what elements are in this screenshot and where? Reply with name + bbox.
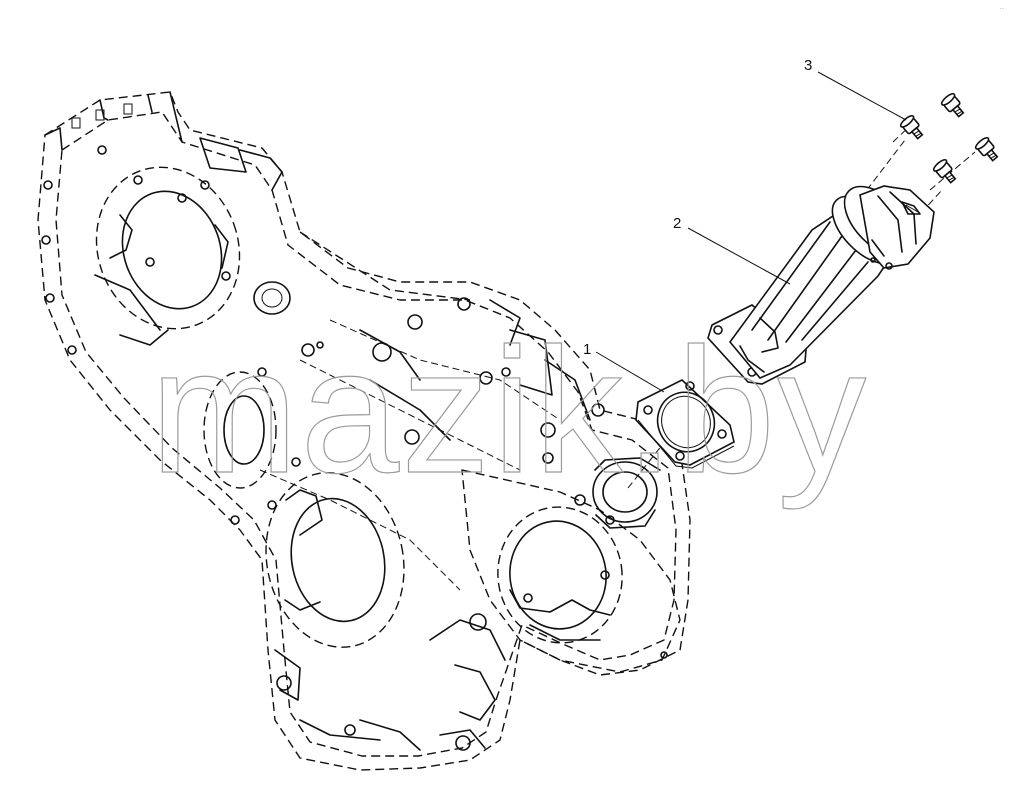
- housing-bolt-holes: [41, 145, 668, 751]
- bolt-part-4: [974, 136, 999, 162]
- watermark-text: mazik.by: [150, 311, 868, 510]
- callout-leaders: [595, 71, 907, 393]
- callout-leader-1: [595, 351, 665, 393]
- bolt-part-3: [932, 158, 957, 184]
- timing-gear-housing: [37, 91, 691, 771]
- callout-1-label: 1: [583, 341, 591, 358]
- gasket-part: [635, 379, 735, 469]
- callout-2-label: 2: [673, 215, 681, 232]
- filler-neck-boss: [592, 457, 661, 529]
- filler-tube-part: [707, 185, 935, 385]
- bolt-part-1: [899, 114, 924, 140]
- callout-3-label: 3: [804, 57, 812, 74]
- callout-leader-3: [817, 71, 907, 121]
- callout-leader-2: [687, 227, 791, 285]
- corner-mark: ...: [1000, 5, 1004, 11]
- bolt-part-2: [940, 92, 965, 118]
